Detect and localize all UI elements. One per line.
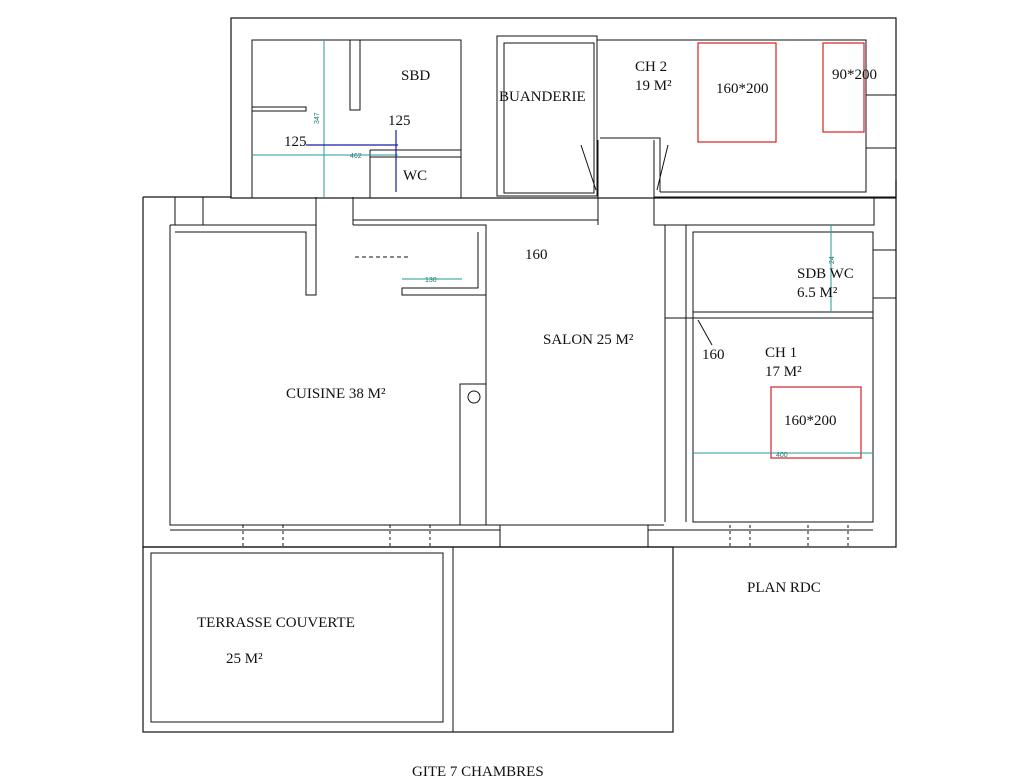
- dim-160-hall: 160: [525, 247, 548, 263]
- label-terrasse-name: TERRASSE COUVERTE: [197, 615, 355, 631]
- label-sdb-wc-name: SDB WC: [797, 266, 854, 282]
- corridor: [170, 140, 896, 296]
- label-salon: SALON 25 M²: [543, 332, 634, 348]
- plan-title: PLAN RDC: [747, 580, 821, 596]
- plan-caption: GITE 7 CHAMBRES: [412, 764, 544, 780]
- dim-400: 400: [776, 452, 788, 459]
- terrace-outline: [142, 546, 674, 733]
- dim-125-top: 125: [388, 113, 411, 129]
- label-sdb-wc-area: 6.5 M²: [797, 285, 838, 301]
- bed-ch2-double: [697, 42, 777, 143]
- label-bed-ch2-single: 90*200: [832, 67, 877, 83]
- dim-347: 347: [314, 112, 321, 124]
- label-ch2-area: 19 M²: [635, 78, 672, 94]
- outer-walls: [142, 17, 897, 733]
- dim-125-left: 125: [284, 134, 307, 150]
- label-ch2-name: CH 2: [635, 59, 667, 75]
- bed-ch2-single: [822, 42, 865, 133]
- dim-160-ch1: 160: [702, 347, 725, 363]
- dim-462: 462: [350, 153, 362, 160]
- sink-icon: [467, 390, 481, 404]
- label-ch1-name: CH 1: [765, 345, 797, 361]
- north-rooms: [251, 35, 896, 198]
- north-wing-outline: [230, 17, 897, 199]
- beds: [697, 42, 865, 459]
- label-terrasse-area: 25 M²: [226, 651, 263, 667]
- label-bed-ch1-double: 160*200: [784, 413, 837, 429]
- label-sbd: SBD: [401, 68, 430, 84]
- east-rooms: [459, 225, 896, 526]
- label-wc: WC: [403, 168, 427, 184]
- label-ch1-area: 17 M²: [765, 364, 802, 380]
- label-bed-ch2-double: 160*200: [716, 81, 769, 97]
- windows: [170, 525, 873, 547]
- label-cuisine: CUISINE 38 M²: [286, 386, 386, 402]
- labels: SBD WC BUANDERIE CH 2 19 M² 160*200 90*2…: [197, 59, 877, 780]
- dim-24: 24: [829, 256, 836, 264]
- bed-ch1-double: [770, 386, 862, 459]
- dim-130: 130: [425, 277, 437, 284]
- label-buanderie: BUANDERIE: [499, 89, 586, 105]
- dimension-lines: [252, 40, 873, 454]
